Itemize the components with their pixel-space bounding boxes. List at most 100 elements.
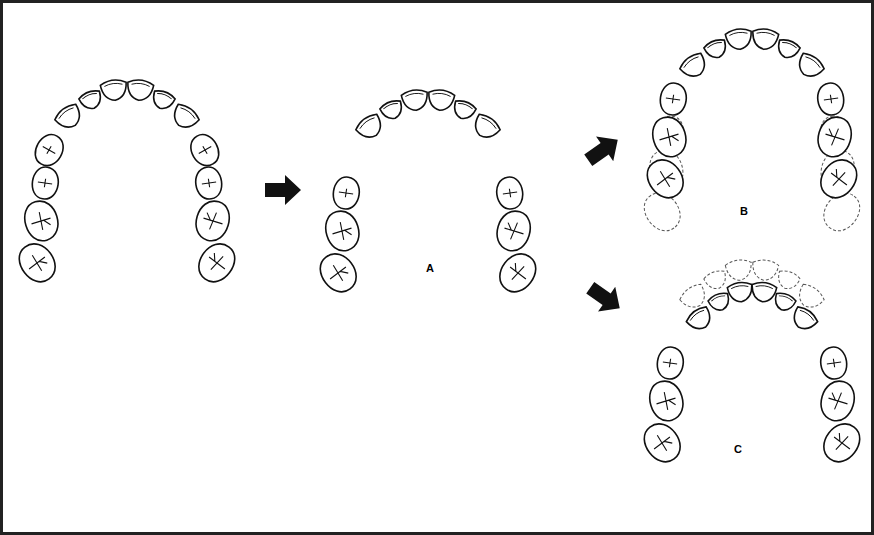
tooth: [817, 417, 867, 468]
tooth-outline: [725, 28, 753, 51]
incisal-edge: [180, 106, 196, 118]
groove: [502, 220, 526, 243]
groove: [826, 390, 850, 413]
groove: [201, 210, 225, 233]
tooth-outline: [725, 259, 753, 282]
groove: [201, 178, 216, 189]
tooth-outline: [194, 165, 224, 200]
tooth-outline: [30, 130, 68, 171]
incisal-edge: [458, 102, 473, 109]
tooth: [150, 88, 177, 112]
incisal-edge: [58, 106, 74, 118]
tooth: [30, 130, 68, 171]
arch: [12, 79, 241, 289]
tooth-outline: [20, 197, 62, 245]
tooth: [751, 28, 779, 51]
tooth-outline: [186, 130, 224, 171]
tooth: [750, 281, 777, 303]
tooth: [495, 175, 525, 210]
tooth-outline: [451, 98, 478, 122]
tooth-outline: [658, 81, 688, 116]
tooth-outline: [750, 281, 777, 303]
tooth-outline: [168, 101, 201, 133]
tooth-outline: [788, 304, 819, 334]
arch: [313, 89, 542, 299]
tooth: [645, 377, 687, 425]
incisal-edge: [711, 295, 725, 302]
groove: [338, 188, 353, 199]
tooth: [354, 111, 387, 143]
tooth: [493, 247, 543, 298]
tooth: [819, 345, 849, 380]
tooth-outline: [816, 81, 846, 116]
incisal-edge: [104, 82, 122, 86]
groove: [652, 166, 679, 192]
tooth-outline: [53, 101, 86, 133]
groove: [662, 358, 677, 369]
tooth: [816, 81, 846, 116]
tooth-outline: [469, 111, 502, 143]
tooth: [20, 197, 62, 245]
tooth-outline: [100, 79, 128, 102]
tooth-outline: [30, 165, 60, 200]
incisal-edge: [800, 309, 815, 321]
tooth: [53, 101, 86, 133]
tooth-outline: [703, 268, 730, 292]
tooth-outline: [703, 37, 730, 61]
groove: [37, 178, 52, 189]
tooth: [648, 113, 690, 161]
panel-letter: A: [426, 263, 434, 274]
tooth: [637, 417, 687, 468]
tooth-outline: [379, 98, 406, 122]
groove: [654, 390, 678, 413]
incisal-edge: [82, 92, 97, 99]
tooth-outline: [12, 237, 62, 288]
incisal-edge: [433, 92, 451, 96]
tooth-outline: [678, 50, 711, 82]
tooth-outline: [126, 79, 154, 102]
groove: [826, 166, 853, 192]
tooth-outline: [637, 417, 687, 468]
tooth: [658, 81, 688, 116]
tooth: [321, 207, 363, 255]
tooth-outline: [813, 113, 855, 161]
incisal-edge: [779, 295, 793, 302]
tooth-outline: [492, 207, 534, 255]
groove: [330, 220, 354, 243]
tooth-outline: [645, 377, 687, 425]
incisal-edge: [756, 285, 773, 289]
tooth-outline: [819, 345, 849, 380]
tooth-outline: [793, 50, 826, 82]
incisal-edge: [782, 41, 797, 48]
incisal-edge: [757, 31, 775, 35]
tooth: [703, 37, 730, 61]
groove: [823, 126, 847, 149]
groove: [829, 430, 856, 456]
incisal-edge: [132, 82, 150, 86]
tooth-outline: [640, 153, 690, 204]
tooth: [427, 89, 455, 112]
groove: [657, 126, 681, 149]
tooth: [751, 259, 779, 282]
tooth: [451, 98, 478, 122]
tooth: [678, 50, 711, 82]
tooth: [727, 281, 754, 303]
groove: [823, 94, 838, 105]
groove: [204, 250, 231, 276]
incisal-edge: [683, 55, 699, 67]
tooth: [725, 28, 753, 51]
groove: [29, 210, 53, 233]
arch: [637, 259, 866, 469]
tooth-outline: [321, 207, 363, 255]
tooth-outline: [816, 377, 858, 425]
tooth: [725, 259, 753, 282]
tooth: [640, 153, 690, 204]
tooth-outline: [648, 113, 690, 161]
tooth: [192, 237, 242, 288]
tooth-outline: [751, 259, 779, 282]
groove: [505, 260, 532, 286]
block-arrow: [582, 275, 629, 320]
tooth-outline: [78, 88, 105, 112]
groove: [665, 94, 680, 105]
